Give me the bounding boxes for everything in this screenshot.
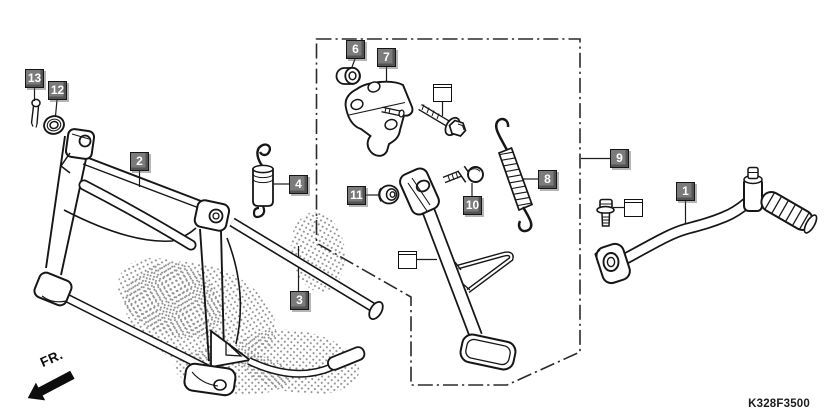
leader-lines xyxy=(33,58,687,291)
part-label-4[interactable]: 4 xyxy=(289,175,308,194)
part-label-6[interactable]: 6 xyxy=(346,40,365,59)
part-label-13[interactable]: 13 xyxy=(25,69,44,88)
part-side-stand-bracket xyxy=(344,80,414,157)
part-label-11[interactable]: 11 xyxy=(347,186,366,205)
part-pivot-bolt xyxy=(442,165,484,184)
blank-callout-bracket-bolt xyxy=(433,84,452,102)
part-cotter-pin xyxy=(30,98,41,128)
part-label-2[interactable]: 2 xyxy=(130,152,149,171)
part-label-8[interactable]: 8 xyxy=(538,170,557,189)
part-side-stand-spring xyxy=(495,117,534,233)
part-pedal-bolt xyxy=(596,198,615,227)
part-washer xyxy=(43,115,65,135)
part-kick-starter-pedal xyxy=(594,166,818,285)
part-grommet xyxy=(378,184,400,205)
part-center-stand-spring xyxy=(252,143,274,219)
part-label-9[interactable]: 9 xyxy=(610,149,629,168)
blank-callout-pedal-bolt xyxy=(624,199,643,217)
part-label-1[interactable]: 1 xyxy=(676,182,695,201)
part-stand-rod xyxy=(229,217,384,321)
part-center-stand xyxy=(33,128,366,397)
part-bracket-bolt xyxy=(418,103,467,137)
blank-callout-side-stand xyxy=(398,251,417,269)
part-bushing xyxy=(335,66,361,85)
assembly-boundary xyxy=(315,38,581,386)
part-label-7[interactable]: 7 xyxy=(377,48,396,67)
part-label-12[interactable]: 12 xyxy=(48,81,67,100)
part-side-stand xyxy=(399,167,517,371)
part-label-10[interactable]: 10 xyxy=(463,196,482,215)
part-label-3[interactable]: 3 xyxy=(290,291,309,310)
fr-arrow xyxy=(27,370,75,401)
diagram-part-code: K328F3500 xyxy=(748,398,810,410)
